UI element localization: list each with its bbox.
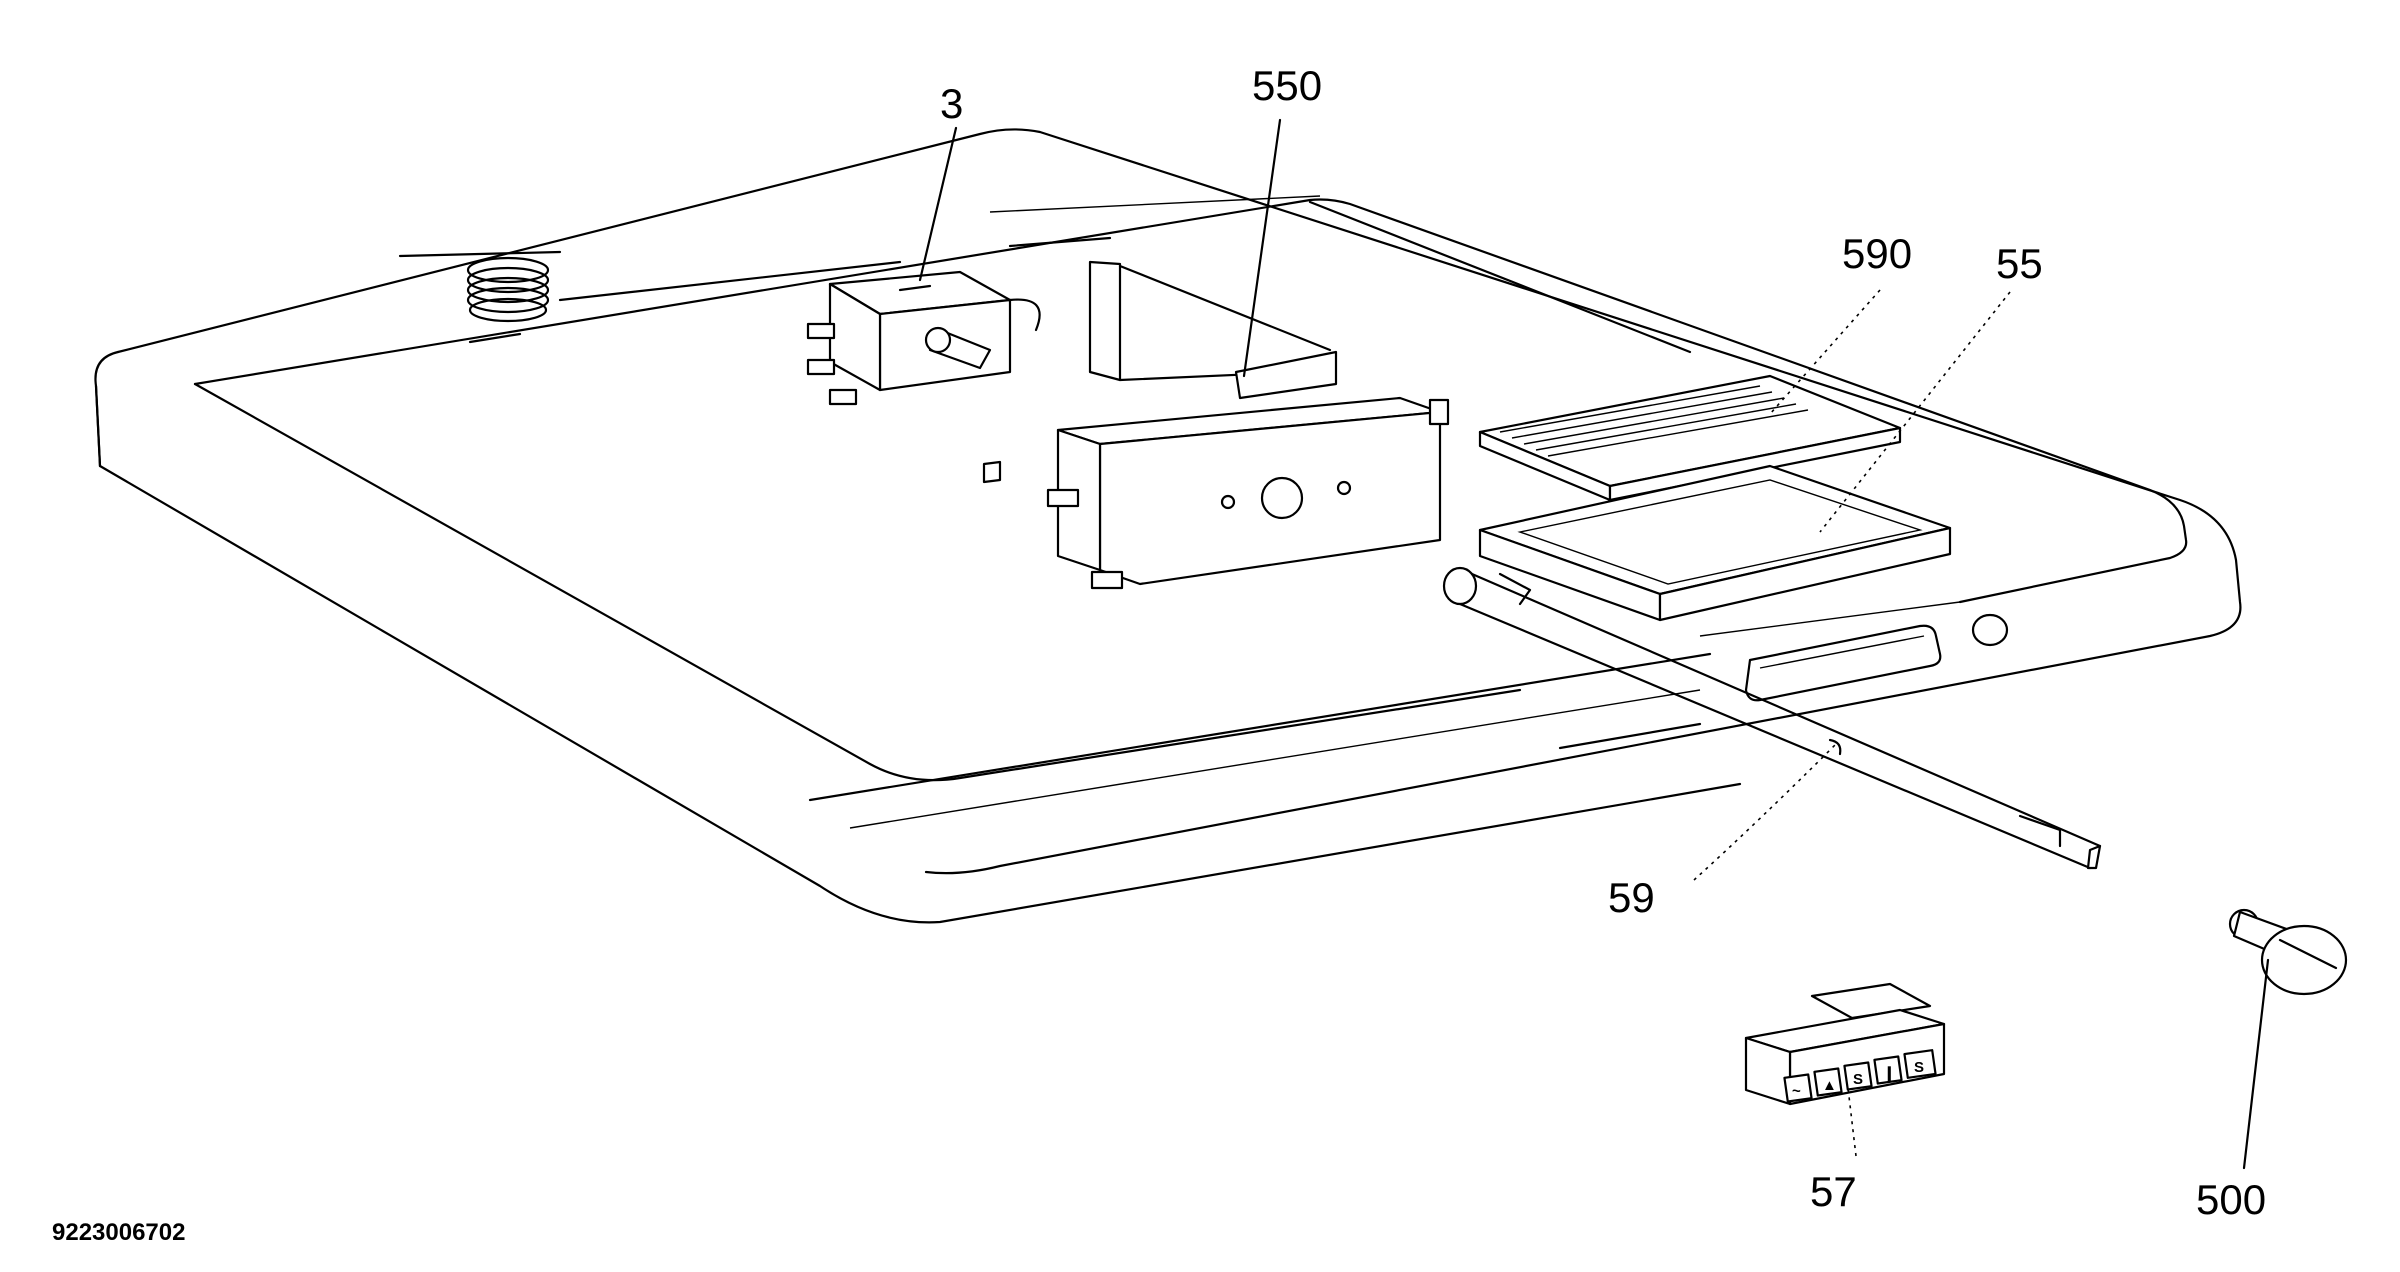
callout-55: 55 xyxy=(1996,240,2043,287)
switch-key-4 xyxy=(1873,1055,1903,1085)
leader-55 xyxy=(1819,291,2011,533)
switch-key-3 xyxy=(1843,1061,1873,1091)
knob-part xyxy=(2228,908,2348,996)
leader-550 xyxy=(1242,118,1282,378)
switch-key-1 xyxy=(1783,1073,1813,1103)
document-id: 9223006702 xyxy=(52,1219,185,1246)
callout-590: 590 xyxy=(1842,230,1912,277)
control-panel-housing xyxy=(94,128,2242,924)
callout-500: 500 xyxy=(2196,1176,2266,1223)
bracket-part xyxy=(982,260,1450,590)
callout-550: 550 xyxy=(1252,62,1322,109)
switch-key-label-5: S xyxy=(1914,1059,1924,1076)
switch-key-label-2: ▲ xyxy=(1822,1077,1837,1094)
switch-panel-part: ~ ▲ S ❙ S xyxy=(1744,982,1946,1106)
leader-500 xyxy=(2242,958,2270,1170)
switch-key-label-1: ~ xyxy=(1792,1083,1801,1100)
leader-590 xyxy=(1769,289,1881,415)
callout-57: 57 xyxy=(1810,1168,1857,1215)
switch-key-label-4: ❙ xyxy=(1883,1065,1896,1082)
thermostat-part xyxy=(806,270,1041,406)
shaft-part xyxy=(1442,566,2102,870)
leader-3 xyxy=(918,126,958,282)
callout-59: 59 xyxy=(1608,874,1655,921)
filter-tray-part xyxy=(1478,464,1952,622)
switch-key-2 xyxy=(1813,1067,1843,1097)
callout-3: 3 xyxy=(940,80,963,127)
leader-lines xyxy=(918,118,2270,1170)
filter-grille-part xyxy=(1478,374,1902,502)
capillary-coil xyxy=(466,256,550,323)
switch-key-5 xyxy=(1903,1049,1937,1079)
switch-key-label-3: S xyxy=(1853,1071,1863,1088)
leader-57 xyxy=(1847,1087,1857,1157)
leader-59 xyxy=(1693,743,1837,881)
